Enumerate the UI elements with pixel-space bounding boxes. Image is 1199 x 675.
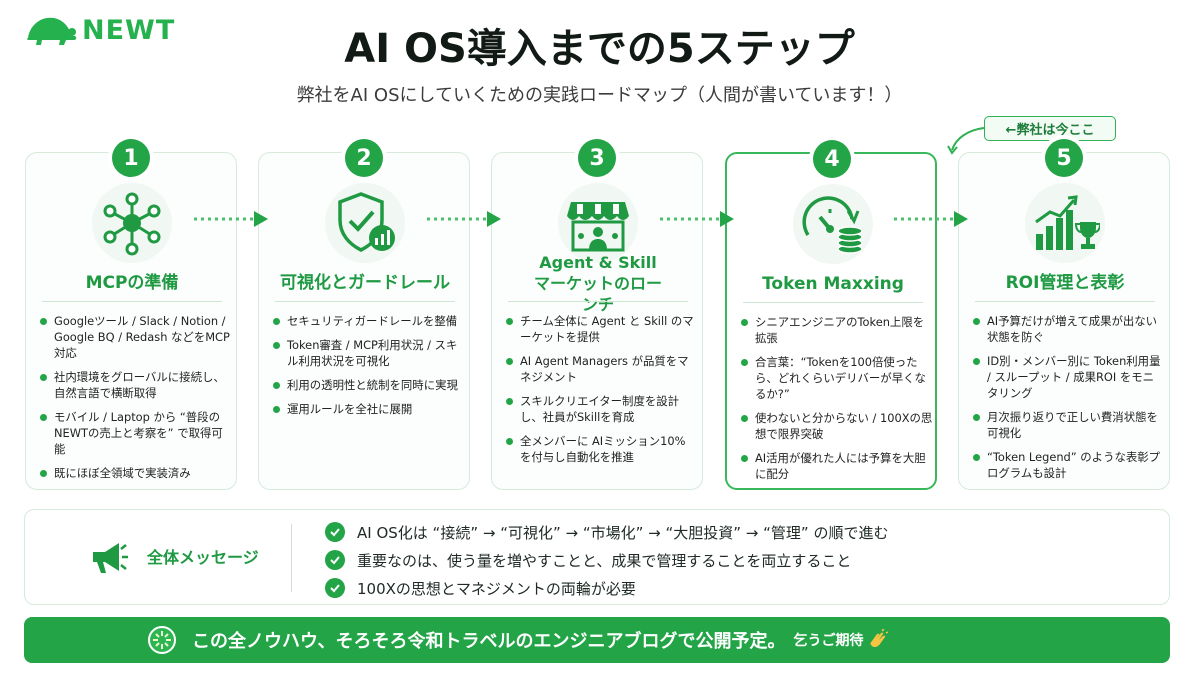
step-bullet-list: チーム全体に Agent と Skill のマーケットを提供 AI Agent … — [504, 313, 698, 473]
check-icon — [325, 550, 345, 570]
step-bullet-list: シニアエンジニアのToken上限を拡張 合言葉：“Tokenを100倍使ったら、… — [739, 314, 933, 490]
divider — [975, 301, 1155, 302]
list-item: Googleツール / Slack / Notion / Google BQ /… — [38, 313, 232, 361]
step-card-3: 3 Agent & Skill マーケットのローンチ チーム全体に Agent … — [491, 139, 703, 490]
list-item: AI活用が優れた人には予算を大胆に配分 — [739, 450, 933, 482]
clapping-hands-icon — [870, 629, 889, 648]
list-item: ID別・メンバー別に Token利用量 / スループット / 成果ROI をモニ… — [971, 353, 1165, 401]
brand-name: NEWT — [82, 14, 176, 46]
step-bullet-list: Googleツール / Slack / Notion / Google BQ /… — [38, 313, 232, 489]
overall-message-box: 全体メッセージ AI OS化は “接続” → “可視化” → “市場化” → “… — [24, 509, 1170, 605]
list-item: 全メンバーに AIミッション10% を付与し自動化を推進 — [504, 433, 698, 465]
list-item: 月次振り返りで正しい費消状態を可視化 — [971, 409, 1165, 441]
chart-trophy-icon — [1035, 195, 1100, 250]
newt-logo: NEWT — [22, 10, 202, 50]
list-item: 使わないと分からない / 100Xの思想で限界突破 — [739, 410, 933, 442]
step-number: 1 — [112, 139, 150, 177]
step-title: ROI管理と表彰 — [1005, 272, 1125, 293]
step-bullet-list: セキュリティガードレールを整備 Token審査 / MCP利用状況 / スキル利… — [271, 313, 465, 425]
message-text: 100Xの思想とマネジメントの両輪が必要 — [357, 579, 636, 598]
step-card-4: 4 Token Maxxing シニアエンジニアのToken上限を拡張 合言葉：… — [725, 140, 937, 490]
list-item: チーム全体に Agent と Skill のマーケットを提供 — [504, 313, 698, 345]
divider — [743, 302, 923, 303]
step-number: 3 — [578, 139, 616, 177]
list-item: 合言葉：“Tokenを100倍使ったら、どれくらいデリバーが早くなるか?” — [739, 354, 933, 402]
step-title: Agent & Skill マーケットのローンチ — [533, 252, 662, 314]
announcement-banner: この全ノウハウ、そろそろ令和トラベルのエンジニアブログで公開予定。 乞うご期待 — [24, 617, 1170, 663]
step-number: 2 — [345, 139, 383, 177]
step-card-5: 5 ROI管理と表彰 AI予算だけが増えて成果が出ない状態を防ぐ ID別・メンバ… — [958, 139, 1170, 490]
divider — [275, 301, 455, 302]
list-item: 運用ルールを全社に展開 — [271, 401, 465, 417]
list-item: Token審査 / MCP利用状況 / スキル利用状況を可視化 — [271, 337, 465, 369]
step-card-1: 1 MCPの準備 Googleツール / Slack / Notion / Go… — [25, 139, 237, 490]
list-item: セキュリティガードレールを整備 — [271, 313, 465, 329]
list-item: 100Xの思想とマネジメントの両輪が必要 — [325, 574, 888, 602]
message-text: AI OS化は “接続” → “可視化” → “市場化” → “大胆投資” → … — [357, 523, 889, 542]
list-item: モバイル / Laptop から “普段のNEWTの売上と考察を” で取得可能 — [38, 409, 232, 457]
message-list: AI OS化は “接続” → “可視化” → “市場化” → “大胆投資” → … — [325, 518, 888, 602]
storefront-icon — [567, 202, 629, 252]
step-arrow-icon — [427, 211, 501, 227]
step-number: 5 — [1045, 139, 1083, 177]
banner-suffix: 乞うご期待 — [793, 633, 864, 649]
message-label: 全体メッセージ — [147, 548, 259, 567]
list-item: 既にほぼ全領域で実装済み — [38, 465, 232, 481]
shield-check-icon — [338, 192, 395, 252]
network-hub-icon — [103, 192, 161, 256]
gauge-coins-icon — [802, 196, 863, 254]
step-title: Token Maxxing — [762, 273, 904, 294]
step-bullet-list: AI予算だけが増えて成果が出ない状態を防ぐ ID別・メンバー別に Token利用… — [971, 313, 1165, 489]
list-item: 重要なのは、使う量を増やすことと、成果で管理することを両立すること — [325, 546, 888, 574]
divider — [291, 524, 292, 592]
list-item: AI Agent Managers が品質をマネジメント — [504, 353, 698, 385]
sparkle-icon — [148, 626, 176, 654]
step-arrow-icon — [894, 211, 968, 227]
step-title: 可視化とガードレール — [280, 272, 450, 293]
step-number: 4 — [813, 140, 851, 178]
list-item: AI予算だけが増えて成果が出ない状態を防ぐ — [971, 313, 1165, 345]
list-item: シニアエンジニアのToken上限を拡張 — [739, 314, 933, 346]
megaphone-icon — [93, 543, 128, 573]
step-card-2: 2 可視化とガードレール セキュリティガードレールを整備 Token審査 / M… — [258, 139, 470, 490]
page-subtitle: 弊社をAI OSにしていくための実践ロードマップ（人間が書いています！） — [296, 85, 903, 106]
list-item: AI OS化は “接続” → “可視化” → “市場化” → “大胆投資” → … — [325, 518, 888, 546]
turtle-logo-icon — [26, 17, 77, 45]
list-item: スキルクリエイター制度を設計し、社員がSkillを育成 — [504, 393, 698, 425]
current-step-badge: ←弊社は今ここ — [984, 116, 1116, 141]
message-text: 重要なのは、使う量を増やすことと、成果で管理することを両立すること — [357, 551, 852, 570]
step-arrow-icon — [660, 211, 734, 227]
step-arrow-icon — [194, 211, 268, 227]
badge-pointer-arrow-icon — [947, 127, 985, 155]
check-icon — [325, 522, 345, 542]
banner-text: この全ノウハウ、そろそろ令和トラベルのエンジニアブログで公開予定。 — [192, 631, 786, 652]
list-item: 利用の透明性と統制を同時に実現 — [271, 377, 465, 393]
divider — [42, 301, 222, 302]
check-icon — [325, 578, 345, 598]
divider — [508, 301, 688, 302]
page-title: AI OS導入までの5ステップ — [344, 26, 855, 72]
list-item: “Token Legend” のような表彰プログラムも設計 — [971, 449, 1165, 481]
list-item: 社内環境をグローバルに接続し、自然言語で横断取得 — [38, 369, 232, 401]
step-title: MCPの準備 — [85, 272, 179, 293]
